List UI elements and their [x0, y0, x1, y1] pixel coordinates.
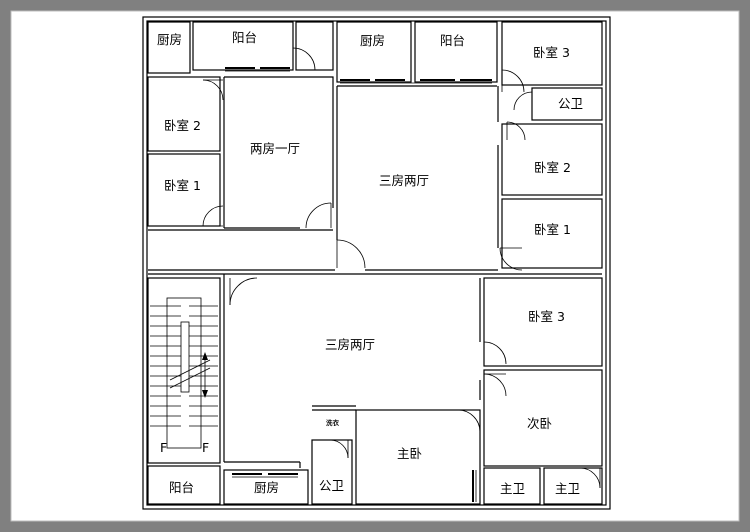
- lower-unit-walls: [147, 273, 603, 505]
- room-balcony-tl: 阳台: [232, 30, 257, 45]
- room-three-bed-two-hall-bottom: 三房两厅: [325, 337, 375, 352]
- room-bedroom2-right: 卧室 2: [534, 160, 571, 175]
- room-kitchen-bl: 厨房: [254, 480, 279, 495]
- room-balcony-bl: 阳台: [169, 480, 194, 495]
- room-second-bedroom: 次卧: [527, 416, 552, 431]
- stair-mark-down: F: [202, 440, 209, 455]
- room-kitchen-tl: 厨房: [157, 32, 182, 47]
- room-wash: 洗衣: [326, 418, 340, 427]
- top-left-unit-walls: [147, 21, 334, 74]
- room-bedroom1-right: 卧室 1: [534, 222, 571, 237]
- paper-border: [10, 10, 740, 522]
- room-bedroom3-tr: 卧室 3: [533, 45, 570, 60]
- room-master-bedroom: 主卧: [397, 446, 422, 461]
- room-public-bath-tr: 公卫: [558, 96, 583, 111]
- room-public-bath-bl: 公卫: [319, 478, 344, 493]
- stair-mark-up: F: [160, 440, 167, 455]
- room-kitchen-tm: 厨房: [360, 33, 385, 48]
- room-labels: 厨房 阳台 厨房 阳台 卧室 3 公卫 卧室 2 卧室 1 两房一厅 三房两厅 …: [157, 30, 583, 496]
- room-bedroom1-left: 卧室 1: [164, 178, 201, 193]
- room-two-bed-one-hall: 两房一厅: [250, 141, 300, 156]
- left-unit-walls: [147, 76, 334, 231]
- top-middle-unit-walls: [336, 21, 498, 84]
- room-master-bath-2: 主卫: [555, 481, 580, 496]
- room-master-bath-1: 主卫: [500, 481, 525, 496]
- outer-walls: [142, 16, 611, 510]
- paper: [11, 11, 739, 521]
- room-bedroom2-left: 卧室 2: [164, 118, 201, 133]
- stairwell: [147, 277, 221, 464]
- top-hall-walls: [148, 85, 499, 271]
- room-balcony-tm: 阳台: [440, 33, 465, 48]
- room-bedroom3-mid: 卧室 3: [528, 309, 565, 324]
- top-right-unit-walls: [499, 21, 603, 271]
- room-three-bed-two-hall-top: 三房两厅: [379, 173, 429, 188]
